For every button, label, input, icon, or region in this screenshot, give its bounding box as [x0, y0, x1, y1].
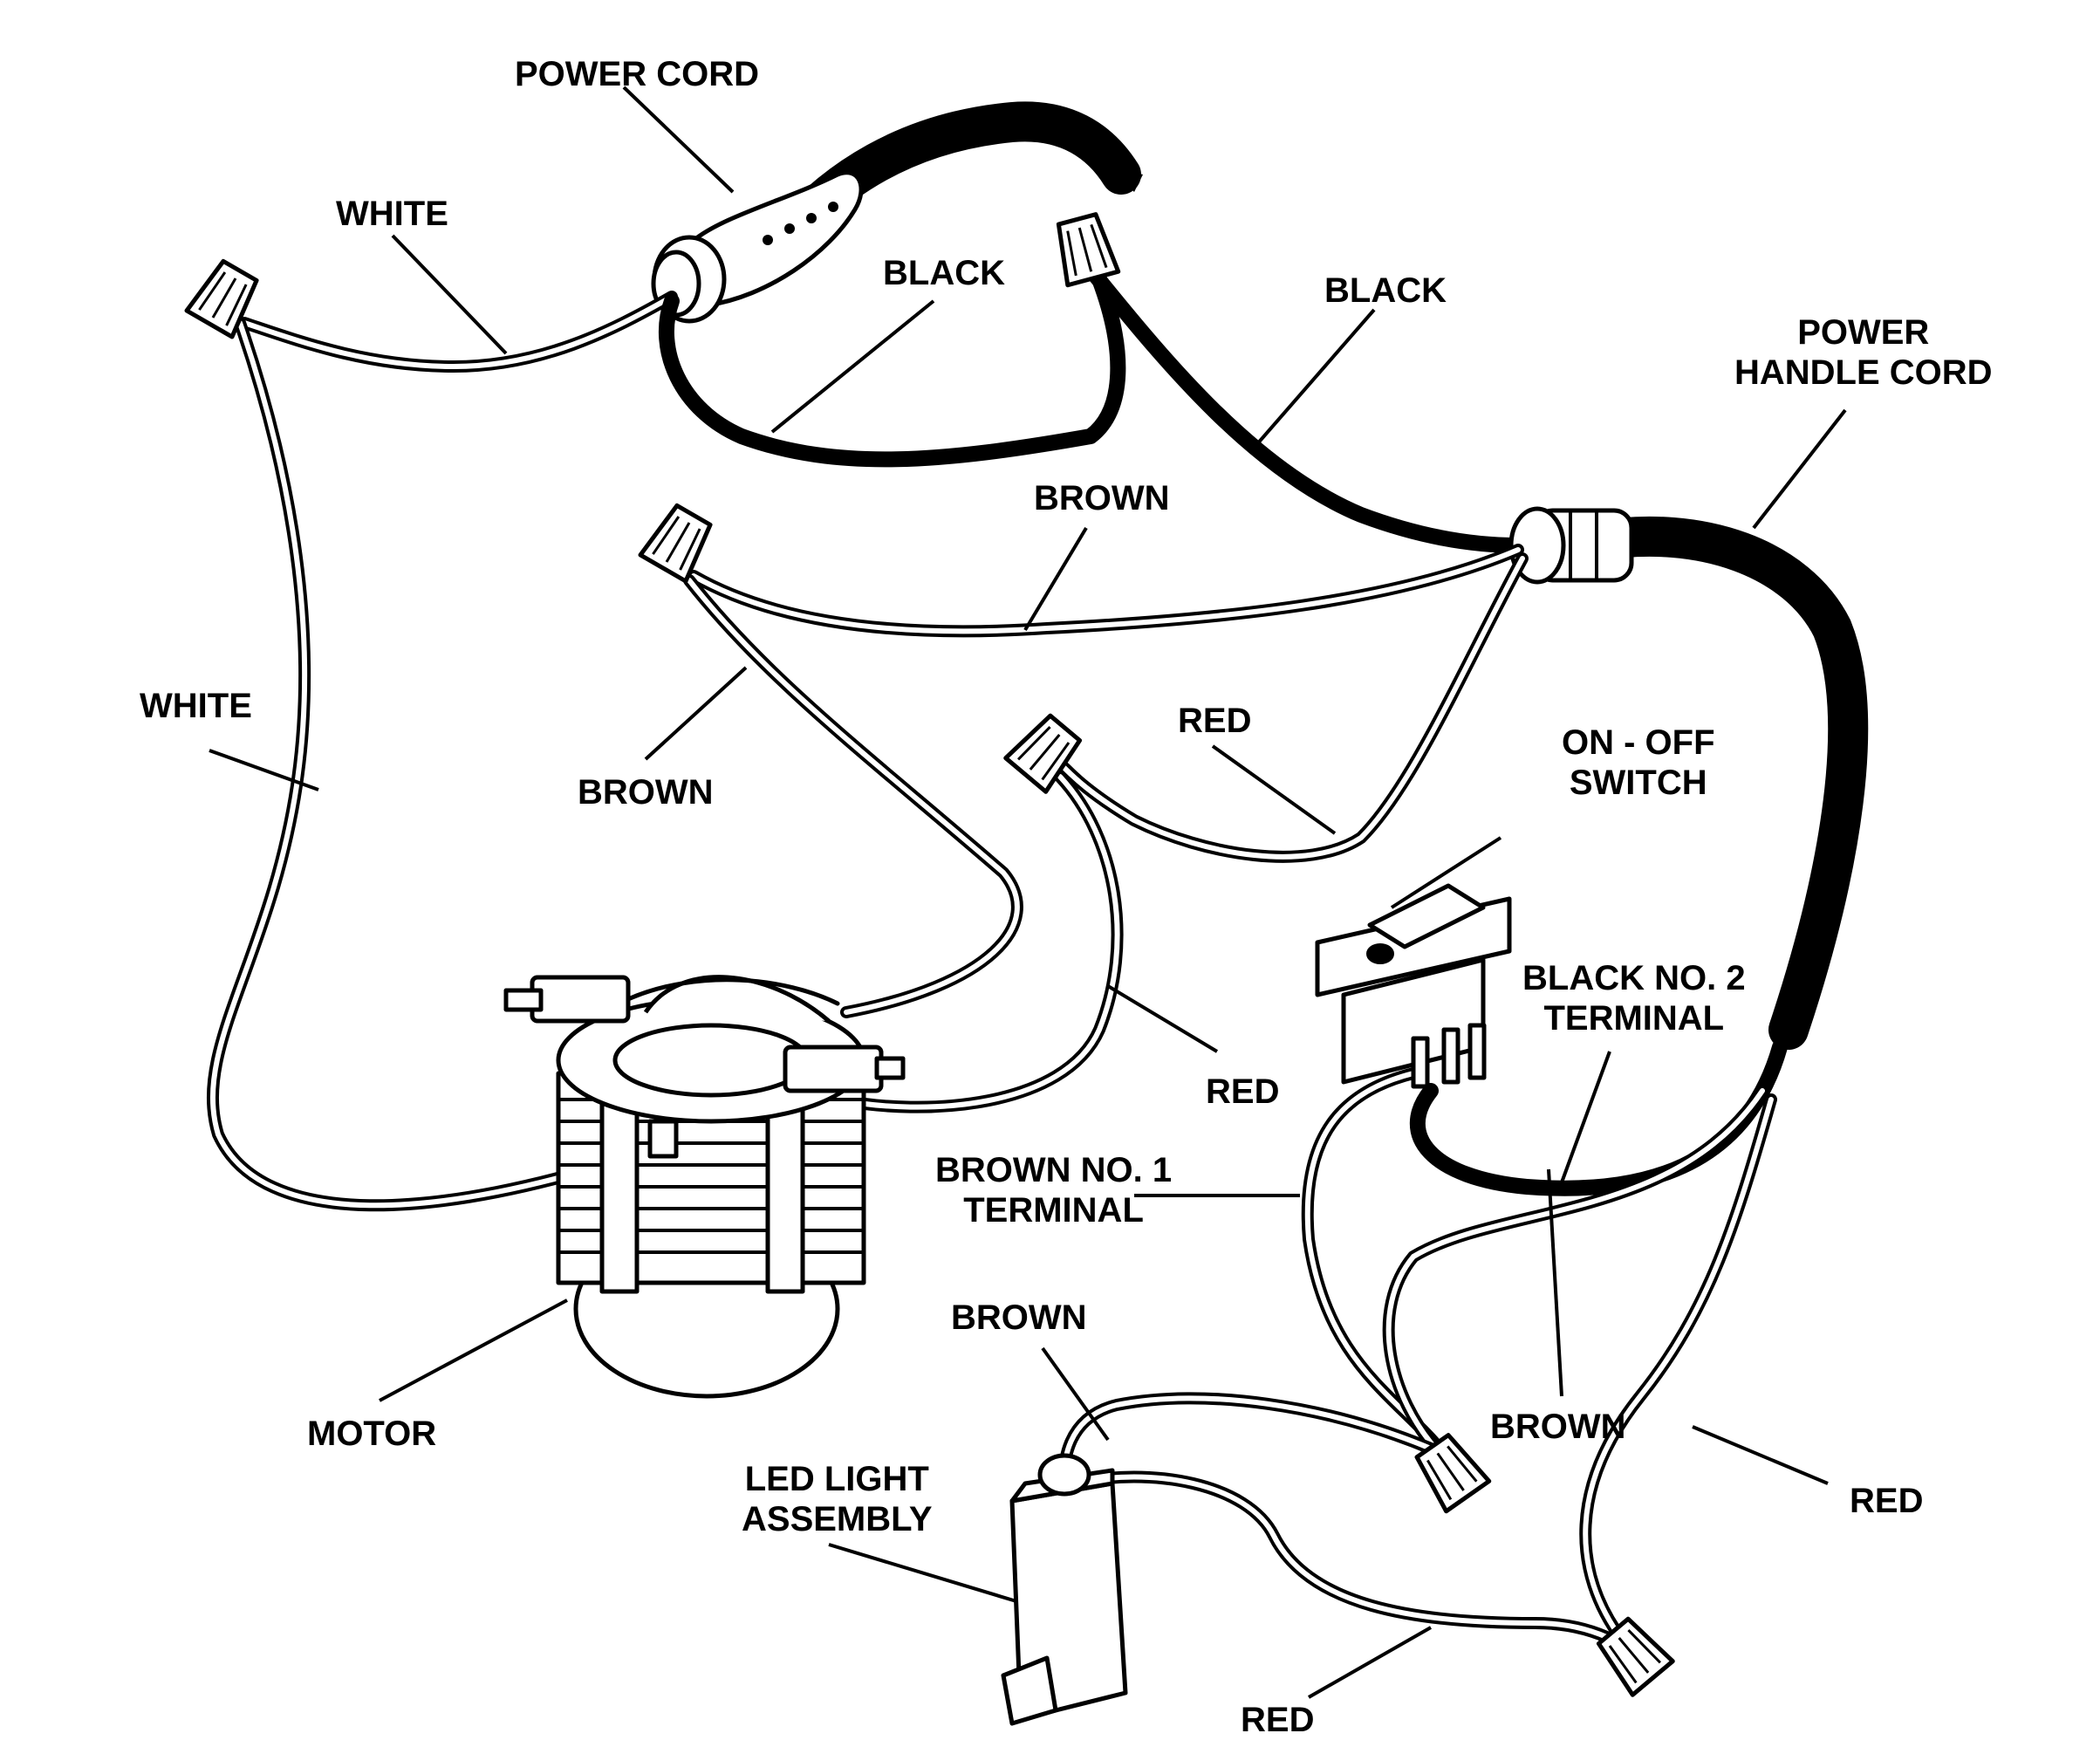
label-red-upper: RED [1178, 701, 1251, 741]
label-black-left: BLACK [883, 253, 1005, 293]
red-wire-bottom [1067, 1470, 1620, 1647]
wire-nut-lower-brown [1414, 1433, 1492, 1514]
label-black-left-text: BLACK [883, 254, 1005, 292]
red-wire-mid [831, 771, 1124, 1113]
power-cord-plug-body [651, 170, 864, 324]
label-brown-no1-line2: TERMINAL [963, 1191, 1144, 1230]
on-off-switch [1315, 883, 1512, 1089]
label-led-line1: LED LIGHT [744, 1460, 929, 1498]
label-black-right: BLACK [1324, 271, 1447, 311]
label-brown-top: BROWN [1034, 478, 1170, 518]
label-black-no2-line1: BLACK NO. 2 [1522, 959, 1746, 997]
power-handle-cord [1577, 516, 1869, 1050]
label-power-cord-text: POWER CORD [515, 55, 759, 93]
label-motor: MOTOR [307, 1414, 436, 1454]
label-motor-text: MOTOR [307, 1415, 437, 1453]
brown-wire-mid [683, 574, 1023, 1018]
brown-wire-top [687, 544, 1524, 638]
red-wire-upper [1058, 552, 1529, 863]
black-wire-left [658, 271, 1126, 468]
label-led-line2: ASSEMBLY [742, 1500, 933, 1538]
label-white-left: WHITE [140, 686, 252, 726]
label-red-upper-text: RED [1178, 702, 1252, 740]
label-brown-mid: BROWN [578, 772, 714, 812]
label-power-handle-cord: POWER HANDLE CORD [1734, 312, 1993, 393]
handle-cord-grommet [1508, 506, 1634, 585]
label-brown-no1-terminal: BROWN NO. 1 TERMINAL [935, 1150, 1172, 1230]
brown-wire-led [1058, 1392, 1437, 1481]
label-black-right-text: BLACK [1324, 271, 1447, 310]
label-red-bottom-text: RED [1241, 1701, 1315, 1739]
label-power-cord: POWER CORD [515, 54, 759, 94]
white-wire-top [238, 291, 678, 373]
label-brown-top-text: BROWN [1034, 479, 1170, 517]
label-brown-no1-line1: BROWN NO. 1 [935, 1151, 1173, 1189]
label-red-right: RED [1850, 1481, 1923, 1521]
label-black-no2-line2: TERMINAL [1543, 999, 1725, 1038]
label-brown-mid-text: BROWN [578, 773, 714, 812]
label-on-off-switch-line2: SWITCH [1569, 764, 1707, 802]
led-light-assembly [1001, 1453, 1128, 1726]
label-brown-lower-center: BROWN [951, 1298, 1087, 1338]
brown-wire-right [1382, 1085, 1768, 1459]
wire-nut-top-center [1056, 212, 1121, 288]
label-brown-lower-right: BROWN [1490, 1407, 1626, 1447]
wire-nut-top-left [184, 258, 259, 339]
wire-nut-brown [638, 503, 713, 584]
label-white-top: WHITE [336, 194, 448, 234]
wire-nut-red-upper [1003, 713, 1083, 794]
label-red-mid-text: RED [1206, 1072, 1280, 1111]
label-brown-lower-center-text: BROWN [951, 1298, 1087, 1337]
label-power-handle-cord-line2: HANDLE CORD [1734, 353, 1993, 392]
label-red-right-text: RED [1850, 1482, 1924, 1520]
label-white-left-text: WHITE [140, 687, 252, 725]
white-wire-left [206, 317, 652, 1212]
label-on-off-switch: ON - OFF SWITCH [1562, 723, 1715, 803]
label-on-off-switch-line1: ON - OFF [1562, 723, 1715, 762]
leader-lines [209, 86, 1847, 1699]
label-led-light-assembly: LED LIGHT ASSEMBLY [742, 1459, 933, 1539]
red-wire-right [1579, 1093, 1777, 1647]
label-brown-lower-right-text: BROWN [1490, 1408, 1626, 1446]
label-red-bottom: RED [1241, 1700, 1314, 1740]
motor [503, 975, 906, 1399]
label-red-mid: RED [1206, 1072, 1279, 1112]
wire-nut-bottom-red [1596, 1616, 1675, 1697]
label-power-handle-cord-line1: POWER [1797, 313, 1930, 352]
black-wire-right [1087, 267, 1526, 553]
power-cord [651, 101, 1143, 324]
label-black-no2-terminal: BLACK NO. 2 TERMINAL [1522, 958, 1746, 1038]
label-white-top-text: WHITE [336, 195, 448, 233]
brown-wire-switch [1301, 1067, 1446, 1455]
